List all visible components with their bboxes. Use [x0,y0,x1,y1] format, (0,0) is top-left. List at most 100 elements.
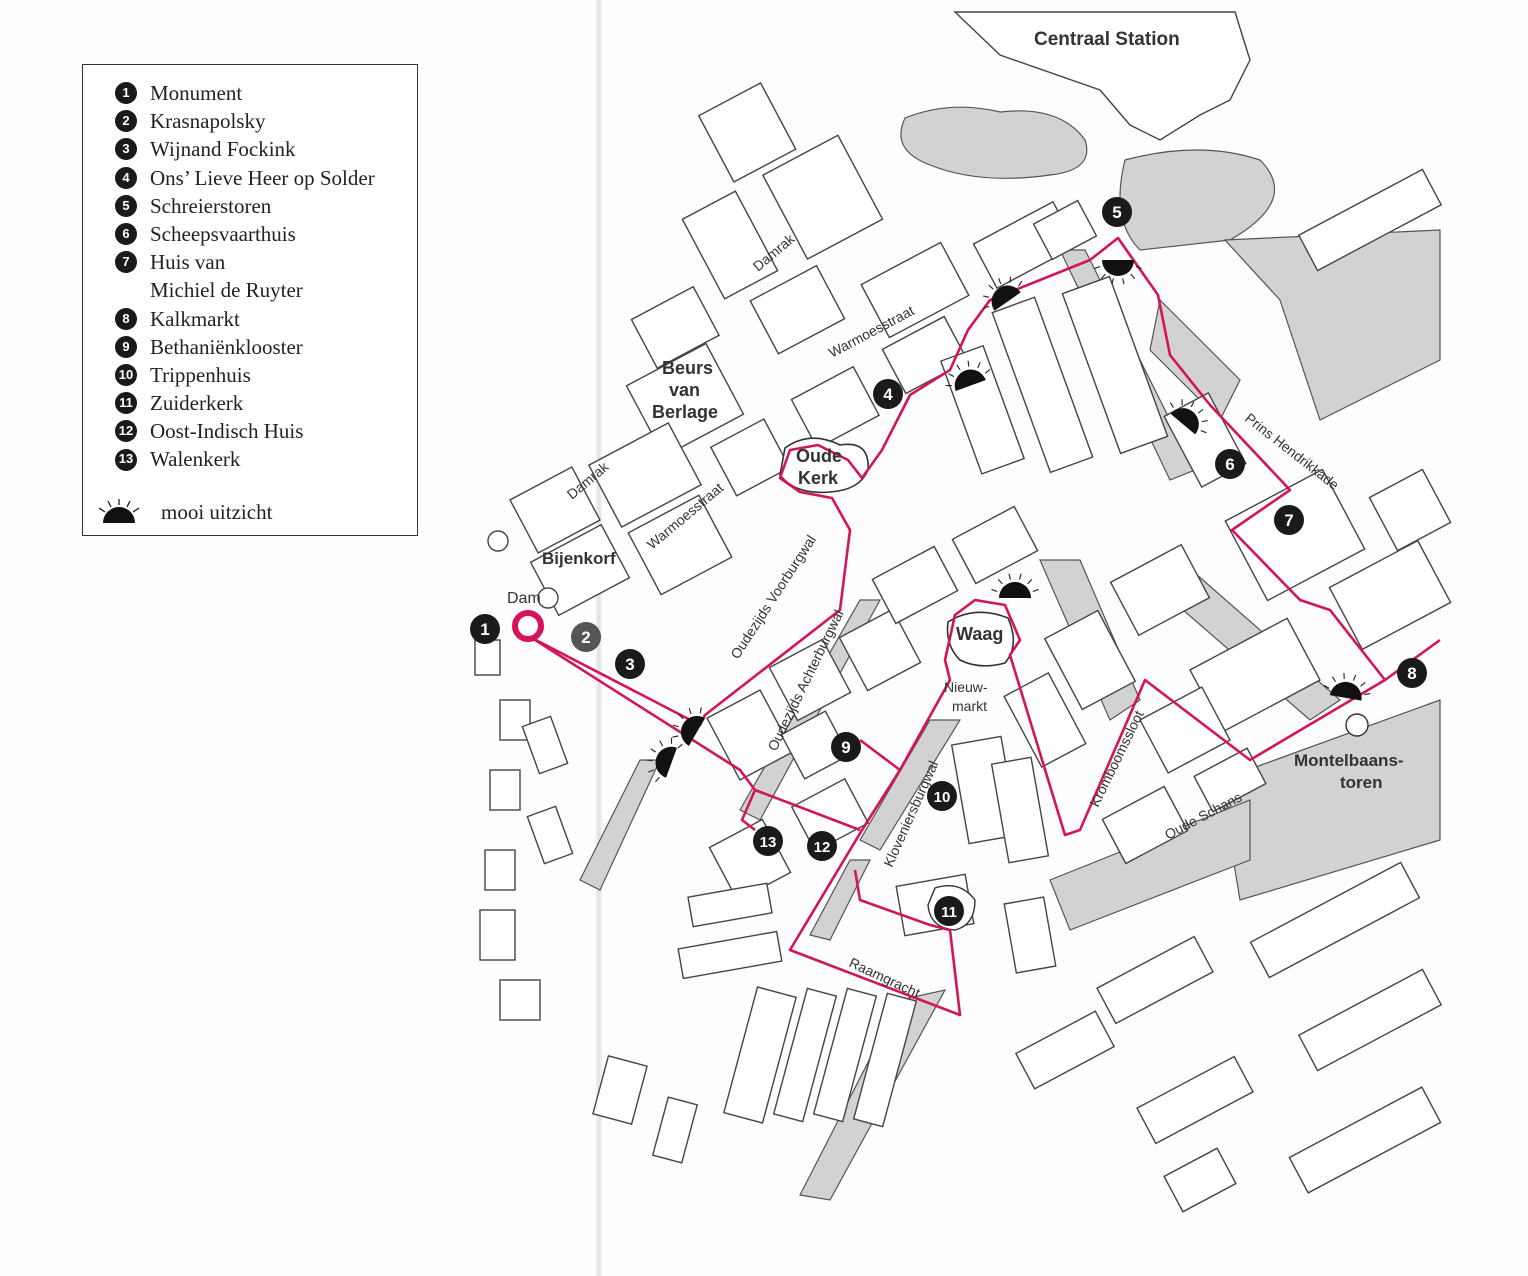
block [790,777,870,853]
block [1193,747,1267,813]
label-beurs-1: Beurs [662,358,713,378]
route-west [531,636,861,832]
viewpoint-icon [672,707,705,749]
marker-label: 4 [883,385,893,404]
marker-2: 2 [571,622,601,652]
block [772,987,838,1123]
route-south [788,598,1386,1017]
legend-number-badge: 3 [115,138,137,161]
legend-item: Michiel de Ruyter [115,276,417,304]
block [871,545,959,625]
route-north [531,236,1441,727]
marker-4: 4 [873,379,903,409]
legend-item-label: Schreierstoren [150,193,272,218]
block [1003,671,1087,769]
label-oude-kerk-2: Kerk [798,468,839,488]
block [1101,785,1189,865]
marker-label: 5 [1112,203,1121,222]
marker-10: 10 [927,781,957,811]
legend-viewpoint-row: mooi uitzicht [97,499,272,525]
block [761,134,884,261]
legend-item-label: Trippenhuis [150,362,251,387]
marker-label: 11 [941,904,957,921]
block [780,710,850,780]
block [1014,1010,1116,1090]
label-kromboomssloot: Kromboomssloot [1086,708,1146,810]
marker-label: 13 [760,834,777,851]
long-block [1061,275,1169,455]
legend-viewpoint-label: mooi uitzicht [161,499,273,524]
oosterdok [1219,699,1441,901]
block [709,418,791,497]
block [1288,1086,1442,1194]
harbor-basin [900,106,1088,179]
viewpoint-icon [991,573,1039,598]
legend-number-badge: 1 [115,82,137,105]
label-beurs-2: van [669,380,700,400]
legend-number-badge: 8 [115,307,137,330]
block [1249,861,1421,979]
block [838,608,922,692]
label-waag: Waag [956,624,1003,644]
legend-number-badge: 2 [115,110,137,133]
viewpoint-icon [1169,399,1208,435]
marker-label: 3 [625,655,634,674]
block [677,930,783,980]
block [1043,609,1137,711]
legend-item-label: Bethaniënklooster [150,334,303,359]
block [587,422,703,528]
block [852,992,918,1128]
legend-item-label: Monument [150,81,243,105]
marker-label: 10 [934,789,951,806]
legend-item-label: Zuiderkerk [150,391,244,416]
marker-label: 7 [1284,511,1293,530]
block [990,756,1050,864]
block [1003,896,1057,974]
marker-label: 8 [1407,664,1416,683]
block [630,285,720,370]
viewpoint-icon [1323,672,1371,701]
marker-1: 1 [470,614,500,644]
station-building [953,11,1251,141]
label-oudezijds-voorburgwal: Oudezijds Voorburgwal [727,532,819,661]
marker-label: 1 [480,620,489,639]
legend-number-badge: 9 [115,335,137,358]
legend-item-label: Ons’ Lieve Heer op Solder [150,165,375,190]
block [479,909,516,961]
legend-number-badge: 10 [115,363,137,386]
block [790,365,880,450]
label-prins-hendrikkade: Prins Hendrikkade [1242,410,1342,493]
marker-label: 9 [841,738,850,757]
block [509,466,601,554]
block [1032,199,1098,261]
legend-item-label: Walenkerk [150,447,241,472]
block [687,882,773,928]
block [768,638,852,722]
city-blocks [474,11,1452,1213]
label-montelbaanstoren-1: Montelbaans- [1294,751,1404,770]
block [951,505,1039,585]
block [627,494,733,596]
block [860,241,970,339]
marker-8: 8 [1397,658,1427,688]
legend-item-label: Michiel de Ruyter [150,278,303,303]
beurs-block [625,342,745,458]
block [474,639,501,676]
marker-5: 5 [1102,197,1132,227]
marker-label: 12 [814,839,831,856]
legend-number-badge: 12 [115,420,137,443]
label-dam: Dam [507,590,541,607]
legend-number-badge: 6 [115,223,137,246]
legend-item-label: Huis van [150,250,226,275]
